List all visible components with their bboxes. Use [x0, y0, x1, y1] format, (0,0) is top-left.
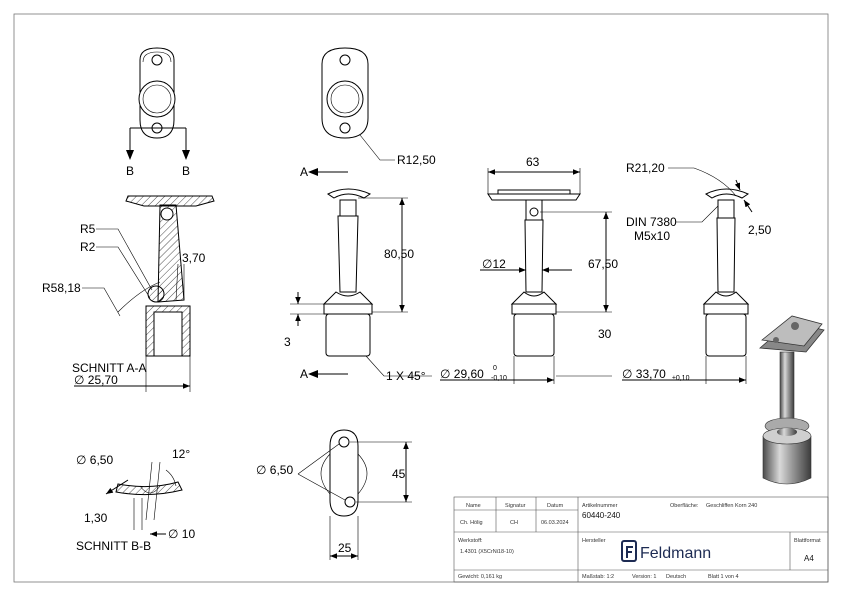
front-view-a: A A 80,50 3 1 X 45°: [284, 165, 432, 383]
tb-werkstoff-value: 1.4301 (X5CrNi18-10): [460, 549, 514, 555]
dim-m5x10: M5x10: [634, 229, 670, 243]
tb-oberflaeche-value: Geschliffen Korn 240: [706, 503, 757, 509]
dim-d33-70: ∅ 33,70: [622, 367, 666, 381]
section-a-a-view: R5 R2 3,70 R58,18 SCHNITT A-A ∅ 25,70: [42, 195, 215, 392]
tb-artikel-value: 60440-240: [582, 511, 621, 520]
tol-plus-minus: ±0,10: [672, 375, 690, 382]
tol-lower: -0,10: [491, 375, 507, 382]
dim-d25-70: ∅ 25,70: [74, 373, 118, 387]
dim-d6-50-plate: ∅ 6,50: [256, 463, 293, 477]
tb-version: Version: 1: [632, 574, 656, 580]
isometric-render: [759, 315, 825, 485]
section-a-top-label: A: [300, 165, 308, 179]
side-view-c: R21,20 DIN 7380 M5x10 2,50 ∅ 33,70 ±0,10: [622, 161, 772, 384]
top-view-left: B B: [126, 47, 190, 178]
dim-r58-18: R58,18: [42, 281, 81, 295]
tb-name-header: Name: [466, 503, 481, 509]
dim-din: DIN 7380: [626, 215, 677, 229]
feldmann-logo-icon: [621, 540, 637, 562]
tb-name-value: Ch. Hölig: [460, 520, 483, 526]
tb-hersteller-header: Hersteller: [582, 538, 606, 544]
dim-67-50: 67,50: [588, 257, 618, 271]
side-view-b: 63 67,50 30 ∅12 ∅ 29,60 0 -0,10: [440, 155, 618, 384]
tb-signatur-value: CH: [510, 520, 518, 526]
dim-3: 3: [284, 335, 291, 349]
section-b-right-label: B: [182, 164, 190, 178]
tol-upper: 0: [493, 365, 497, 372]
schnitt-b-b-label: SCHNITT B-B: [76, 539, 151, 553]
dim-63: 63: [526, 155, 540, 169]
plate-view: ∅ 6,50 45 25: [256, 429, 412, 560]
dim-chamfer: 1 X 45°: [386, 369, 426, 383]
dim-45: 45: [392, 467, 406, 481]
top-view-center: R12,50: [321, 47, 436, 167]
tb-blatt: Blatt 1 von 4: [708, 574, 739, 580]
tb-datum-header: Datum: [547, 503, 564, 509]
dim-d12: ∅12: [482, 257, 506, 271]
dim-r21-20: R21,20: [626, 161, 665, 175]
dim-d29-60: ∅ 29,60: [440, 367, 484, 381]
dim-r5: R5: [80, 222, 96, 236]
tb-gewicht: Gewicht: 0,161 kg: [458, 574, 502, 580]
tb-massstab: Maßstab: 1:2: [582, 574, 614, 580]
section-b-b-view: ∅ 6,50 12° 1,30 ∅ 10 SCHNITT B-B: [76, 447, 195, 553]
dim-30: 30: [598, 327, 612, 341]
tb-sprache: Deutsch: [666, 574, 686, 580]
section-b-left-label: B: [126, 164, 134, 178]
tb-brand: Feldmann: [640, 545, 711, 562]
tb-artikel-header: Artikelnummer: [582, 503, 618, 509]
dim-r2: R2: [80, 240, 96, 254]
dim-25: 25: [338, 541, 352, 555]
dim-3-70: 3,70: [182, 251, 206, 265]
dim-r12-50: R12,50: [397, 153, 436, 167]
tb-werkstoff-header: Werkstoff:: [458, 538, 483, 544]
dim-d6-50-bb: ∅ 6,50: [76, 453, 113, 467]
tb-datum-value: 06.03.2024: [541, 520, 569, 526]
tb-oberflaeche-header: Oberfläche:: [670, 503, 699, 509]
tb-blattformat-header: Blattformat: [794, 538, 821, 544]
sheet-border: [13, 13, 829, 583]
dim-d10: ∅ 10: [168, 527, 195, 541]
dim-1-30: 1,30: [84, 511, 108, 525]
section-a-bottom-label: A: [300, 367, 308, 381]
title-block: Name Signatur Datum Ch. Hölig CH 06.03.2…: [453, 496, 829, 583]
dim-2-50: 2,50: [748, 223, 772, 237]
tb-blattformat-value: A4: [804, 554, 814, 563]
tb-signatur-header: Signatur: [505, 503, 526, 509]
schnitt-a-a-label: SCHNITT A-A: [72, 361, 146, 375]
dim-angle-12: 12°: [172, 447, 190, 461]
dim-80-50: 80,50: [384, 247, 414, 261]
